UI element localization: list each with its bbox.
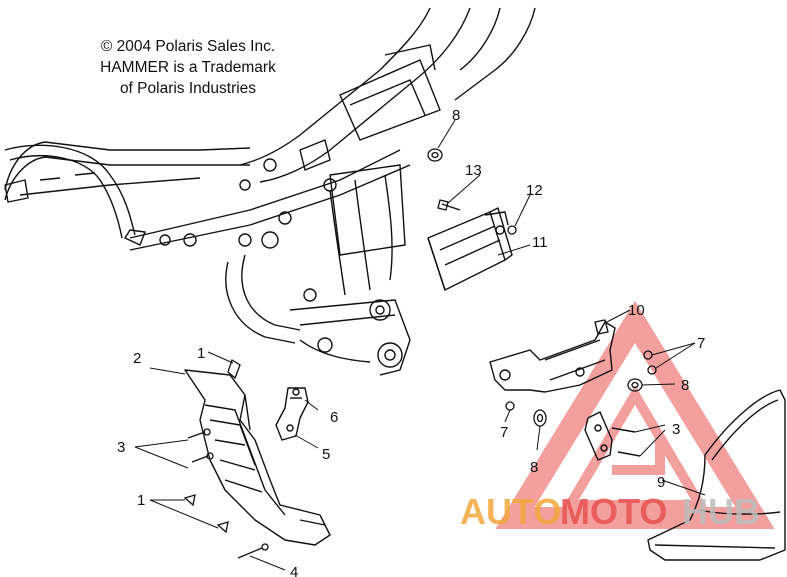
callout-6: 6 xyxy=(330,409,338,426)
side-cover-2 xyxy=(149,367,331,546)
watermark-hub: HUB xyxy=(682,491,760,532)
trademark-owner-line: of Polaris Industries xyxy=(119,80,257,97)
callout-11: 11 xyxy=(532,234,548,251)
grommet-8-right xyxy=(627,378,676,392)
grommet-8-upper xyxy=(427,119,456,162)
grommet-8-lower xyxy=(533,409,547,451)
callout-8: 8 xyxy=(452,107,460,124)
watermark-moto: MOTO xyxy=(560,491,667,532)
callout-2: 2 xyxy=(133,350,141,367)
callout-9: 9 xyxy=(657,474,665,491)
side-cover-9 xyxy=(647,389,786,561)
watermark-logo xyxy=(495,300,775,529)
callout-3: 3 xyxy=(117,439,125,456)
watermark-text: AUTO MOTO HUB xyxy=(460,491,760,532)
nuts-7-upper xyxy=(643,342,696,375)
callout-4: 4 xyxy=(290,564,298,577)
callout-12: 12 xyxy=(526,182,543,199)
callout-5: 5 xyxy=(322,446,330,463)
latch-bracket-3 xyxy=(584,411,666,461)
control-module-11 xyxy=(427,207,513,291)
callout-1: 1 xyxy=(197,345,205,362)
callout-8: 8 xyxy=(681,377,689,394)
bracket-10 xyxy=(489,309,631,393)
callout-3: 3 xyxy=(672,421,680,438)
callout-labels: 8 13 12 11 10 7 8 3 7 8 9 2 1 6 5 3 1 4 xyxy=(117,107,705,577)
fastener-1-upper xyxy=(207,351,241,380)
bracket-6-5 xyxy=(275,387,319,449)
nut-7-lower xyxy=(504,401,515,423)
fasteners-1-lower xyxy=(149,494,229,534)
screws-3-left xyxy=(134,428,214,469)
screw-13 xyxy=(437,174,481,211)
callout-7: 7 xyxy=(500,424,508,441)
callout-13: 13 xyxy=(465,162,482,179)
nut-12 xyxy=(507,194,531,235)
callout-1: 1 xyxy=(137,492,145,509)
screw-4 xyxy=(237,543,286,571)
callout-10: 10 xyxy=(628,302,645,319)
watermark-auto: AUTO xyxy=(460,491,561,532)
callout-8: 8 xyxy=(530,459,538,476)
copyright-line: © 2004 Polaris Sales Inc. xyxy=(100,38,276,55)
callout-7: 7 xyxy=(697,335,705,352)
trademark-line: HAMMER is a Trademark xyxy=(100,59,276,76)
frame-assembly xyxy=(4,7,536,376)
copyright-notice: © 2004 Polaris Sales Inc. HAMMER is a Tr… xyxy=(78,36,298,99)
